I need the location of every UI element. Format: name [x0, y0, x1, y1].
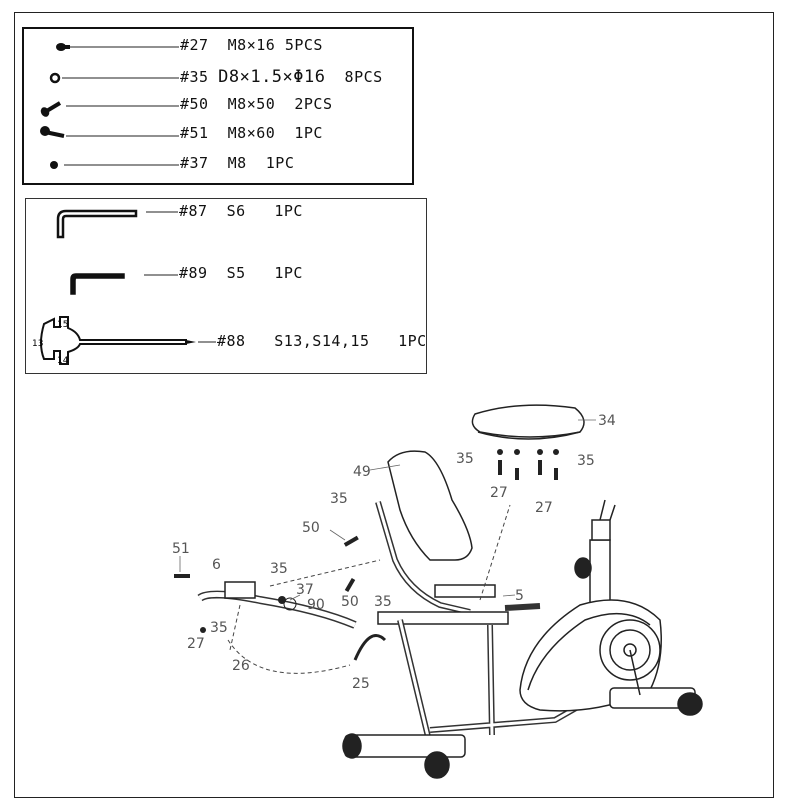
spanner-icon: 15 13 14 [32, 316, 196, 366]
callout-35: 35 [456, 451, 474, 467]
svg-text:14: 14 [57, 356, 69, 366]
callout-27: 27 [490, 485, 508, 501]
part-row-51: #51 M8×60 1PC [180, 124, 323, 142]
callout-26: 26 [232, 658, 250, 674]
hardware-parts-list: #27 M8×16 5PCS #35 D8×1.5×Φ16 8PCS #50 M… [22, 27, 414, 185]
page-frame [14, 12, 774, 798]
allen-key-small-icon [70, 273, 125, 295]
nut-icon [50, 161, 58, 169]
callout-35: 35 [210, 620, 228, 636]
callout-35: 35 [577, 453, 595, 469]
parts-leader-lines [40, 43, 179, 169]
exploded-bike-diagram: 34 35 35 27 27 49 35 50 5 51 6 35 37 90 … [172, 404, 703, 779]
long-bolt-icon [40, 126, 65, 138]
callout-51: 51 [172, 541, 190, 557]
callout-37: 37 [296, 582, 314, 598]
callout-25: 25 [352, 676, 370, 692]
callout-49: 49 [353, 464, 371, 480]
callout-35: 35 [330, 491, 348, 507]
tool-row-89: #89 S5 1PC [179, 264, 303, 282]
svg-text:15: 15 [57, 320, 68, 330]
callout-35: 35 [374, 594, 392, 610]
callout-90: 90 [307, 597, 325, 613]
svg-text:13: 13 [32, 339, 43, 349]
callout-27: 27 [187, 636, 205, 652]
part-row-50: #50 M8×50 2PCS [180, 95, 333, 113]
long-bolt-icon [40, 101, 62, 117]
tools-list: 15 13 14 #87 S6 1PC #89 S5 1PC #88 S13,S… [25, 198, 427, 374]
seat-part [471, 404, 585, 438]
bolt-icon [56, 43, 70, 51]
tool-row-87: #87 S6 1PC [179, 202, 303, 220]
allen-key-large-icon [56, 209, 138, 239]
washer-icon [49, 72, 61, 84]
part-row-27: #27 M8×16 5PCS [180, 36, 323, 54]
callout-50: 50 [341, 594, 359, 610]
part-row-35: #35 D8×1.5×Φ16 8PCS [180, 67, 383, 87]
tools-drawings: 15 13 14 [32, 209, 216, 366]
callout-5: 5 [515, 588, 524, 604]
callout-35: 35 [270, 561, 288, 577]
callout-34: 34 [598, 413, 616, 429]
backrest-part [387, 450, 473, 561]
callout-50: 50 [302, 520, 320, 536]
callout-6: 6 [212, 557, 221, 573]
part-row-37: #37 M8 1PC [180, 154, 295, 172]
tool-row-88: #88 S13,S14,15 1PC [217, 332, 427, 350]
callout-27: 27 [535, 500, 553, 516]
